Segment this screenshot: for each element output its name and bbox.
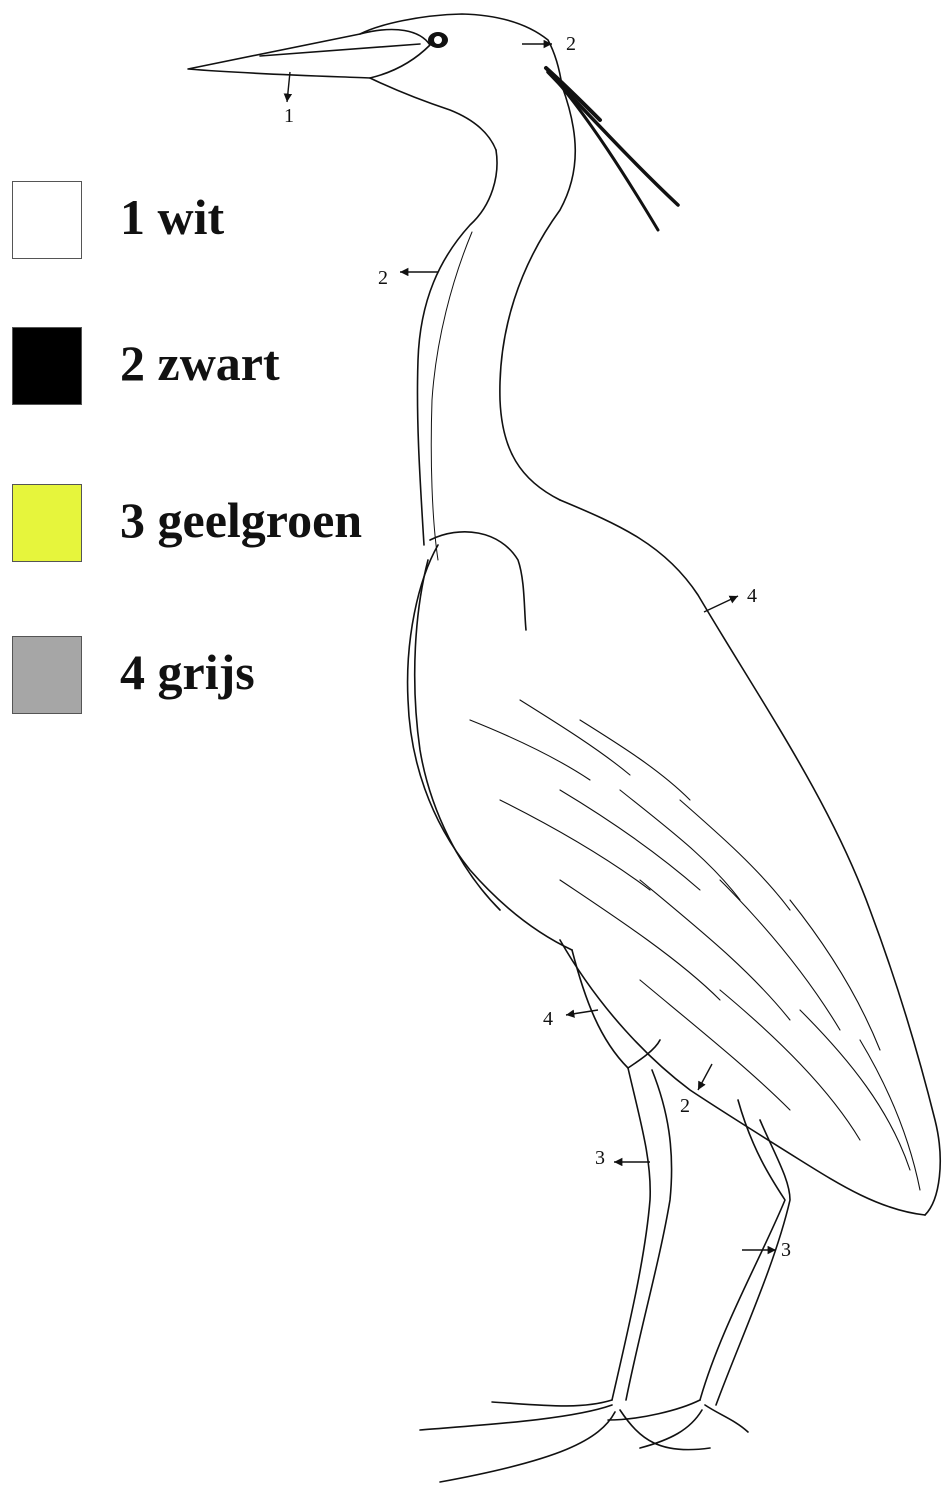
feather-row-3 xyxy=(560,880,880,1050)
neck-back xyxy=(500,86,575,500)
thigh-outline xyxy=(572,950,660,1068)
neck-streak xyxy=(431,232,472,560)
foot-rear xyxy=(608,1400,748,1448)
wing-front xyxy=(415,560,500,910)
feather-row-2 xyxy=(500,790,790,910)
callout-2-head: 2 xyxy=(566,33,576,55)
back-outline xyxy=(560,500,940,1215)
feather-row-4 xyxy=(640,980,920,1190)
callout-2-neck: 2 xyxy=(378,267,388,289)
tail-outline xyxy=(560,940,925,1215)
feather-row-1 xyxy=(470,700,690,800)
leg-front xyxy=(612,1068,650,1400)
callout-1: 1 xyxy=(284,105,294,127)
callout-4-back: 4 xyxy=(747,585,757,607)
neck-front xyxy=(417,150,497,545)
callout-2-body-arrow xyxy=(698,1064,712,1090)
callout-4-back-arrow xyxy=(704,596,738,612)
wing-outline xyxy=(430,532,526,630)
callout-4-thigh: 4 xyxy=(543,1008,553,1030)
head-crown xyxy=(360,14,562,86)
callout-1-arrow xyxy=(287,72,290,102)
crest-plume-2 xyxy=(556,80,658,230)
crest-plume-3 xyxy=(546,68,600,120)
breast-outline xyxy=(408,545,572,950)
leg-front-back xyxy=(626,1070,672,1400)
head-chin xyxy=(370,78,496,150)
callout-3-front: 3 xyxy=(595,1147,605,1169)
beak-outline xyxy=(188,30,430,78)
callout-3-rear: 3 xyxy=(781,1239,791,1261)
callout-2-body: 2 xyxy=(680,1095,690,1117)
leg-rear-back xyxy=(716,1120,790,1405)
